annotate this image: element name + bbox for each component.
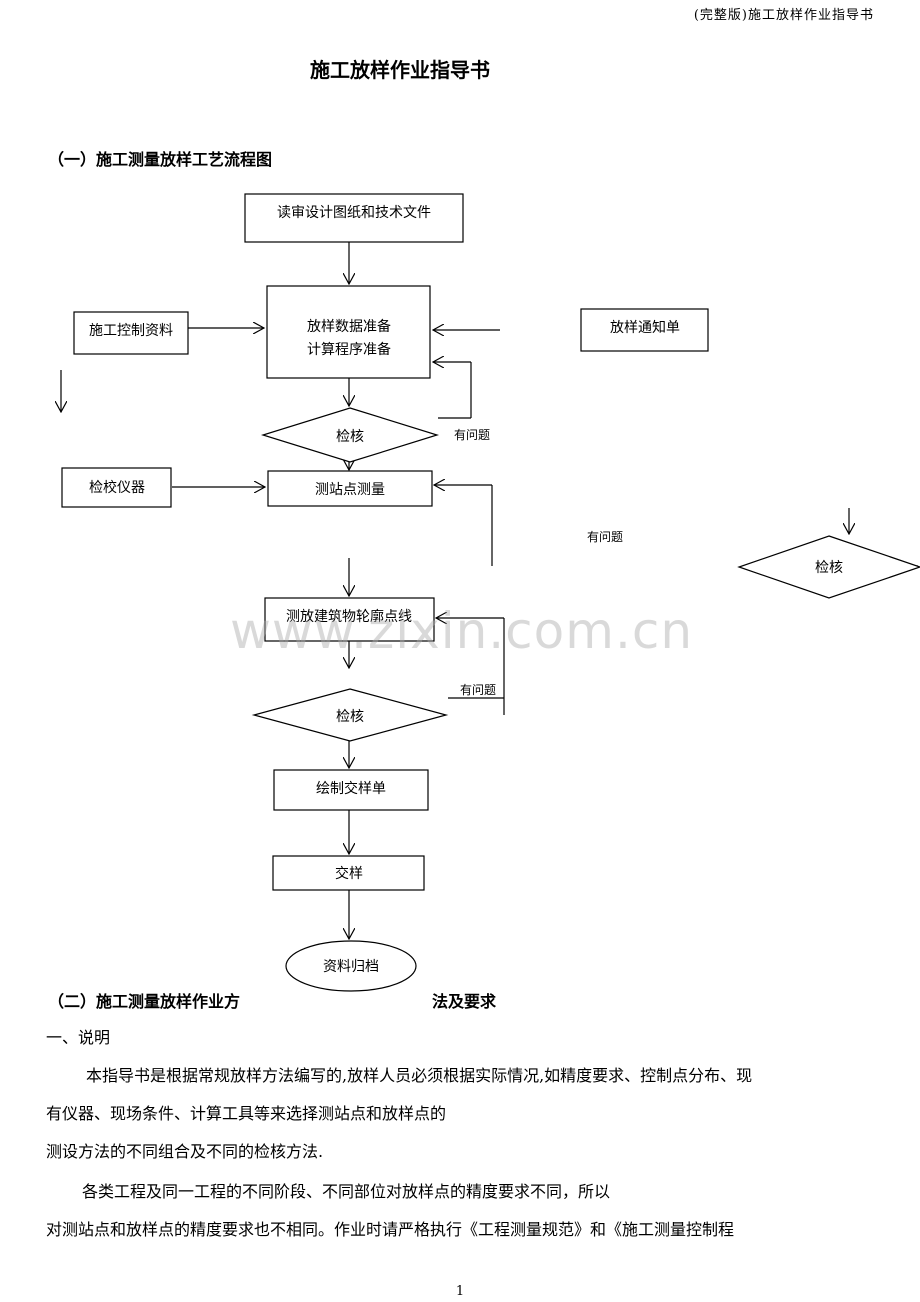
text-handover: 交样 xyxy=(335,865,363,882)
text-calibrate: 检校仪器 xyxy=(89,479,145,496)
section-2-title-part2: 法及要求 xyxy=(432,992,497,1011)
text-data-prep-1: 放样数据准备 xyxy=(307,318,391,335)
text-draw-handover: 绘制交样单 xyxy=(316,780,386,797)
box-draw-handover xyxy=(273,769,429,811)
heading-explanation: 一、说明 xyxy=(46,1028,111,1047)
process-flowchart: 读审设计图纸和技术文件 放样数据准备 计算程序准备 施工控制资料 放样通知单 检… xyxy=(0,193,920,992)
ellipse-archive xyxy=(285,940,417,992)
running-header: (完整版)施工放样作业指导书 xyxy=(693,8,874,23)
diamond-check-1 xyxy=(260,407,440,463)
watermark: www.zixin.com.cn xyxy=(230,602,694,660)
text-check-2: 检核 xyxy=(336,709,364,725)
section-1-title: （一）施工测量放样工艺流程图 xyxy=(48,150,273,169)
box-handover xyxy=(272,855,425,891)
para1-line2: 有仪器、现场条件、计算工具等来选择测站点和放样点的 xyxy=(46,1104,447,1123)
text-check-1: 检核 xyxy=(336,429,364,445)
text-problem-3: 有问题 xyxy=(460,683,496,697)
para1-line1: 本指导书是根据常规放样方法编写的,放样人员必须根据实际情况,如精度要求、控制点分… xyxy=(86,1066,753,1085)
text-station-measure: 测站点测量 xyxy=(315,482,385,498)
diamond-check-2 xyxy=(251,688,449,742)
text-problem-1: 有问题 xyxy=(454,428,490,442)
text-data-prep-2: 计算程序准备 xyxy=(307,341,391,358)
box-calibrate xyxy=(61,467,172,508)
text-notice: 放样通知单 xyxy=(610,319,680,336)
box-control-data xyxy=(73,311,189,355)
para1-line3: 测设方法的不同组合及不同的检核方法. xyxy=(46,1142,324,1161)
text-problem-2: 有问题 xyxy=(587,530,623,544)
text-control-data: 施工控制资料 xyxy=(89,323,173,339)
box-station-measure xyxy=(267,470,433,507)
text-outline-points: 测放建筑物轮廓点线 xyxy=(286,608,412,625)
para2-line1: 各类工程及同一工程的不同阶段、不同部位对放样点的精度要求不同，所以 xyxy=(82,1182,611,1201)
section-2-title-part1: （二）施工测量放样作业方 xyxy=(48,992,241,1011)
box-outline-points xyxy=(264,597,435,642)
text-archive: 资料归档 xyxy=(323,958,379,975)
text-read-docs: 读审设计图纸和技术文件 xyxy=(277,204,431,221)
document-title: 施工放样作业指导书 xyxy=(310,58,490,82)
box-notice xyxy=(580,308,709,352)
para2-line2: 对测站点和放样点的精度要求也不相同。作业时请严格执行《工程测量规范》和《施工测量… xyxy=(46,1220,735,1239)
text-check-right: 检核 xyxy=(815,560,843,576)
page-number: 1 xyxy=(455,1284,465,1299)
box-read-docs xyxy=(244,193,464,243)
box-data-prep xyxy=(266,285,431,379)
diamond-check-right xyxy=(737,535,920,599)
